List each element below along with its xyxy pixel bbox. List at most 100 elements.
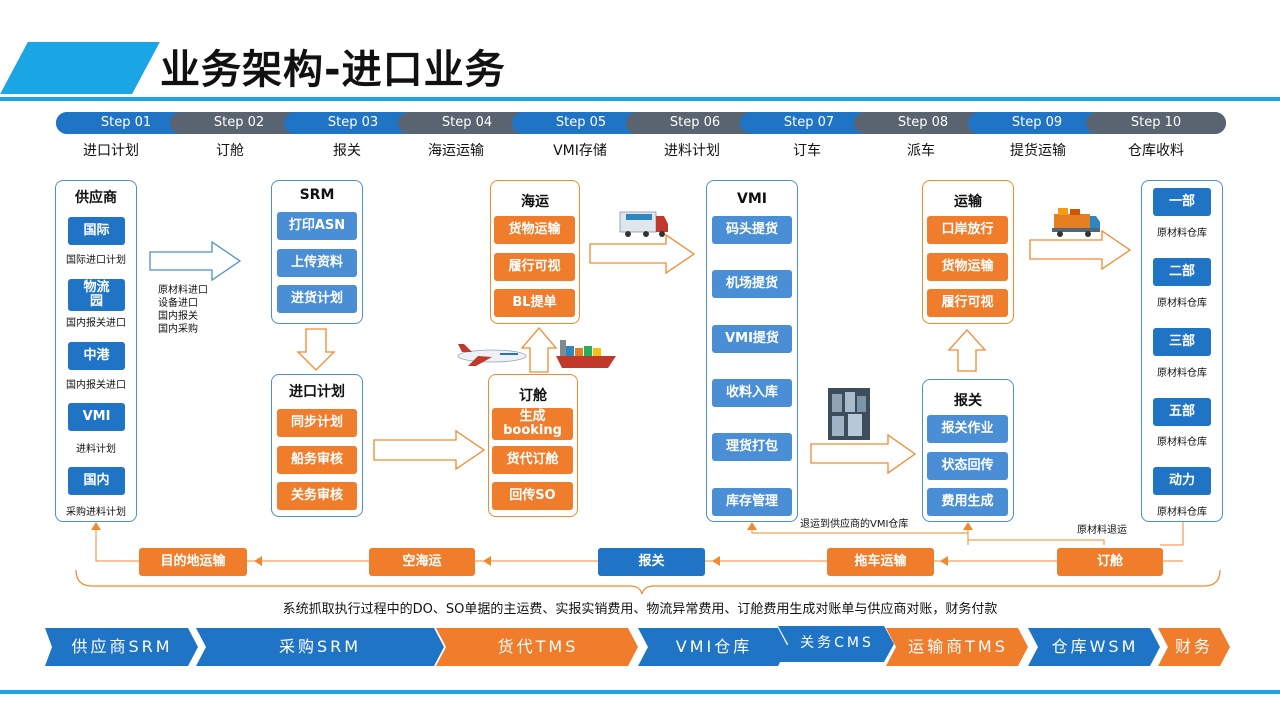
vmi-receiving-button[interactable]: 收料入库 bbox=[712, 379, 792, 407]
step-name-08: 派车 bbox=[907, 143, 935, 159]
arrow-vmi-to-customs bbox=[810, 433, 917, 475]
vmi-dock-pickup-button[interactable]: 码头提货 bbox=[712, 216, 792, 244]
flow-arrowhead-1 bbox=[254, 556, 262, 566]
step-pill-01: Step 01 bbox=[56, 112, 196, 134]
vmi-inventory-button[interactable]: 库存管理 bbox=[712, 488, 792, 516]
vmi-airport-pickup-button[interactable]: 机场提货 bbox=[712, 270, 792, 298]
sea-cargo-transport-button[interactable]: 货物运输 bbox=[494, 216, 575, 244]
transport-clearance-button[interactable]: 口岸放行 bbox=[927, 216, 1008, 244]
step-pill-05: Step 05 bbox=[512, 112, 650, 134]
warehouse-dept3-caption: 原材料仓库 bbox=[1157, 368, 1207, 379]
step-name-05: VMI存储 bbox=[553, 143, 607, 159]
sea-visibility-button[interactable]: 履行可视 bbox=[494, 253, 575, 281]
summary-brace bbox=[75, 569, 1221, 595]
booking-title: 订舱 bbox=[519, 388, 547, 404]
return-destination-transport[interactable]: 目的地运输 bbox=[139, 548, 247, 576]
return-booking[interactable]: 订舱 bbox=[1057, 548, 1163, 576]
import-plan-customs-review-button[interactable]: 关务审核 bbox=[277, 482, 357, 510]
chevron-shape-1 bbox=[45, 628, 198, 666]
vmi-packing-button[interactable]: 理货打包 bbox=[712, 433, 792, 461]
return-line-supplier bbox=[95, 524, 138, 562]
system-supplier-srm[interactable]: 供应商SRM bbox=[71, 637, 173, 656]
supplier-note-2: 设备进口 bbox=[158, 298, 198, 309]
arrow-transport-to-warehouse bbox=[1029, 229, 1132, 271]
booking-return-so-button[interactable]: 回传SO bbox=[492, 482, 573, 510]
flow-arrowhead-4 bbox=[940, 556, 948, 566]
chevron-shape-8 bbox=[1158, 628, 1230, 666]
chevron-shape-7 bbox=[1028, 628, 1160, 666]
supplier-note-3: 国内报关 bbox=[158, 311, 198, 322]
system-warehouse-wsm[interactable]: 仓库WSM bbox=[1051, 637, 1139, 656]
step-name-06: 进料计划 bbox=[664, 143, 720, 159]
step-pill-04: Step 04 bbox=[398, 112, 536, 134]
supplier-domestic-caption: 采购进料计划 bbox=[66, 507, 126, 518]
arrow-booking-to-sea bbox=[520, 326, 558, 373]
step-name-01: 进口计划 bbox=[83, 143, 139, 159]
system-purchase-srm[interactable]: 采购SRM bbox=[278, 637, 362, 656]
supplier-hk-button[interactable]: 中港 bbox=[68, 342, 125, 370]
return-air-sea[interactable]: 空海运 bbox=[369, 548, 475, 576]
return-truck-transport[interactable]: 拖车运输 bbox=[827, 548, 934, 576]
sea-bl-button[interactable]: BL提单 bbox=[494, 289, 575, 317]
import-plan-title: 进口计划 bbox=[289, 384, 345, 400]
supplier-vmi-button[interactable]: VMI bbox=[68, 403, 125, 431]
return-arrowhead-supplier bbox=[91, 522, 101, 530]
step-pill-03: Step 03 bbox=[284, 112, 422, 134]
chevron-shape-4 bbox=[638, 628, 788, 666]
transport-title: 运输 bbox=[954, 194, 982, 210]
step-name-04: 海运运输 bbox=[428, 143, 484, 159]
step-pill-10: Step 10 bbox=[1086, 112, 1226, 134]
supplier-logistics-park-caption: 国内报关进口 bbox=[66, 318, 126, 329]
page-title: 业务架构-进口业务 bbox=[160, 47, 506, 93]
step-name-07: 订车 bbox=[793, 143, 821, 159]
supplier-domestic-button[interactable]: 国内 bbox=[68, 467, 125, 495]
step-pill-08: Step 08 bbox=[854, 112, 992, 134]
supplier-hk-caption: 国内报关进口 bbox=[66, 380, 126, 391]
arrow-sea-to-vmi bbox=[589, 233, 696, 275]
import-plan-sync-button[interactable]: 同步计划 bbox=[277, 409, 357, 437]
transport-visibility-button[interactable]: 履行可视 bbox=[927, 289, 1008, 317]
supplier-note-1: 原材料进口 bbox=[158, 285, 208, 296]
arrow-supplier-to-srm bbox=[149, 240, 242, 282]
customs-fee-button[interactable]: 费用生成 bbox=[927, 488, 1008, 516]
import-plan-shipping-review-button[interactable]: 船务审核 bbox=[277, 446, 357, 474]
summary-text: 系统抓取执行过程中的DO、SO单据的主运费、实报实销费用、物流异常费用、订舱费用… bbox=[282, 602, 998, 617]
warehouse-dept1-button[interactable]: 一部 bbox=[1153, 188, 1211, 216]
srm-upload-docs-button[interactable]: 上传资料 bbox=[277, 249, 357, 277]
system-finance[interactable]: 财务 bbox=[1174, 637, 1213, 656]
warehouse-dept5-button[interactable]: 五部 bbox=[1153, 398, 1211, 426]
supplier-international-button[interactable]: 国际 bbox=[68, 217, 125, 245]
arrow-plan-to-booking bbox=[373, 429, 486, 471]
booking-generate-button[interactable]: 生成 booking bbox=[492, 408, 573, 440]
warehouse-dept2-button[interactable]: 二部 bbox=[1153, 258, 1211, 286]
cargo-ship-icon bbox=[556, 340, 616, 368]
transport-cargo-button[interactable]: 货物运输 bbox=[927, 253, 1008, 281]
warehouse-power-button[interactable]: 动力 bbox=[1153, 467, 1211, 495]
system-carrier-tms[interactable]: 运输商TMS bbox=[908, 637, 1008, 656]
supplier-logistics-park-button[interactable]: 物流 园 bbox=[68, 279, 125, 311]
arrow-customs-to-transport bbox=[947, 329, 987, 372]
system-forwarder-tms[interactable]: 货代TMS bbox=[497, 637, 579, 656]
srm-purchase-plan-button[interactable]: 进货计划 bbox=[277, 285, 357, 313]
vmi-title: VMI bbox=[737, 191, 767, 207]
warehouse-photo-icon bbox=[828, 388, 870, 440]
system-vmi-warehouse[interactable]: VMI仓库 bbox=[675, 637, 753, 656]
warehouse-dept1-caption: 原材料仓库 bbox=[1157, 228, 1207, 239]
step-pill-06: Step 06 bbox=[626, 112, 764, 134]
truck-icon bbox=[619, 211, 668, 237]
warehouse-power-caption: 原材料仓库 bbox=[1157, 507, 1207, 518]
booking-forwarder-button[interactable]: 货代订舱 bbox=[492, 446, 573, 474]
vmi-vmi-pickup-button[interactable]: VMI提货 bbox=[712, 325, 792, 353]
system-customs-cms[interactable]: 关务CMS bbox=[800, 635, 874, 651]
sea-title: 海运 bbox=[521, 194, 549, 210]
srm-print-asn-button[interactable]: 打印ASN bbox=[277, 212, 357, 240]
warehouse-dept3-button[interactable]: 三部 bbox=[1153, 328, 1211, 356]
chevron-shape-3 bbox=[436, 628, 638, 666]
return-customs[interactable]: 报关 bbox=[598, 548, 705, 576]
customs-declare-button[interactable]: 报关作业 bbox=[927, 415, 1008, 443]
customs-status-button[interactable]: 状态回传 bbox=[927, 452, 1008, 480]
cargo-truck-icon bbox=[1052, 208, 1100, 237]
chevron-shape-5 bbox=[778, 626, 894, 662]
